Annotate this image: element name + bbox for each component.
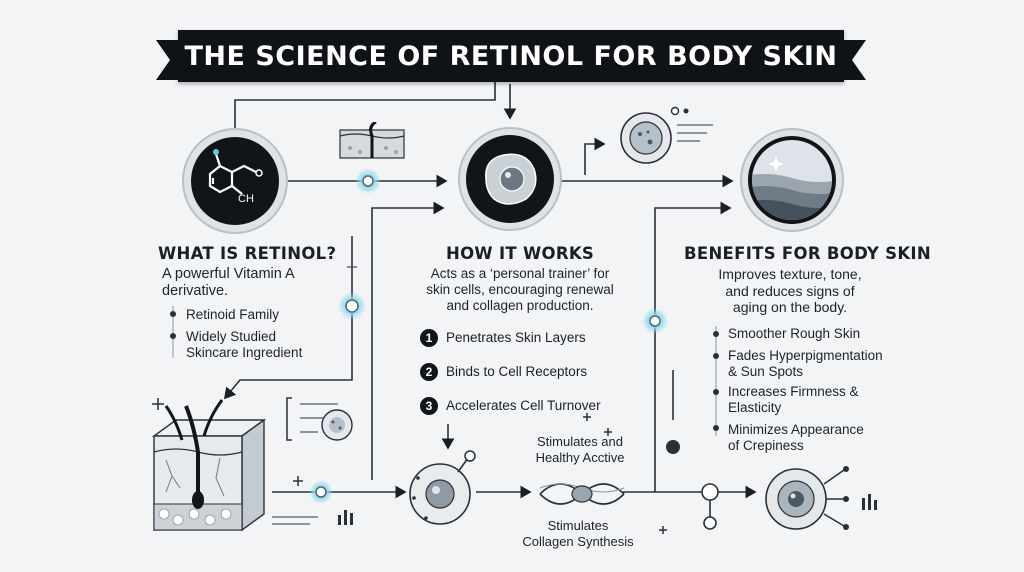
benefit-1: Smoother Rough Skin bbox=[728, 326, 860, 342]
bullet-text: Skincare Ingredient bbox=[186, 345, 303, 360]
step-3-label: Accelerates Cell Turnover bbox=[446, 398, 601, 413]
bullet-text: Retinoid Family bbox=[186, 307, 280, 322]
node-dots-icon bbox=[670, 106, 689, 116]
what-bullet-2: Widely Studied Skincare Ingredient bbox=[186, 329, 302, 361]
benefits-heading: BENEFITS FOR BODY SKIN bbox=[684, 244, 931, 263]
benefits-description-line: Improves texture, tone, bbox=[718, 266, 862, 282]
benefits-description-line: aging on the body. bbox=[732, 299, 848, 315]
bullet-text: Increases Firmness & bbox=[728, 384, 859, 399]
benefit-3: Increases Firmness & Elasticity bbox=[728, 384, 859, 416]
step-number-2: 2 bbox=[426, 365, 433, 379]
caption-line: Healthy Acctive bbox=[535, 450, 625, 465]
page-title: THE SCIENCE OF RETINOL FOR BODY SKIN bbox=[156, 30, 866, 82]
benefits-description: Improves texture, tone, and reduces sign… bbox=[690, 266, 890, 316]
step-1-label: Penetrates Skin Layers bbox=[446, 330, 586, 345]
how-it-works-heading: HOW IT WORKS bbox=[446, 244, 595, 263]
step-number-1: 1 bbox=[426, 331, 433, 345]
what-bullet-1: Retinoid Family bbox=[186, 307, 279, 323]
retinol-molecule-icon: CH bbox=[182, 128, 288, 234]
molecule-label: CH bbox=[238, 193, 254, 205]
collagen-fiber-icon bbox=[539, 483, 625, 505]
bullet-text: Minimizes Appearance bbox=[728, 422, 864, 437]
what-description-line: A powerful Vitamin A bbox=[162, 266, 295, 282]
how-description-line: skin cells, encouraging renewal bbox=[426, 282, 614, 297]
bullet-text: Widely Studied bbox=[186, 329, 277, 344]
bullet-text: Fades Hyperpigmentation bbox=[728, 348, 883, 363]
what-description-line: derivative. bbox=[162, 283, 229, 299]
skin-layer-small-icon bbox=[339, 122, 405, 159]
skin-cell-icon bbox=[458, 127, 562, 231]
benefit-4: Minimizes Appearance of Crepiness bbox=[728, 422, 864, 454]
caption-line: Stimulates bbox=[547, 518, 609, 533]
how-description-line: and collagen production. bbox=[446, 298, 594, 313]
bullet-text: of Crepiness bbox=[728, 438, 804, 453]
benefits-bullet-markers bbox=[713, 326, 719, 436]
bullet-text: Elasticity bbox=[728, 400, 782, 415]
collagen-synthesis-caption: Stimulates Collagen Synthesis bbox=[508, 518, 648, 550]
benefit-2: Fades Hyperpigmentation & Sun Spots bbox=[728, 348, 883, 380]
bullet-text: Smoother Rough Skin bbox=[728, 326, 861, 341]
mini-cell-icon bbox=[321, 409, 353, 441]
benefits-description-line: and reduces signs of bbox=[725, 282, 855, 299]
how-description: Acts as a ‘personal trainer’ for skin ce… bbox=[400, 266, 640, 314]
step-number-badges: 1 2 3 bbox=[420, 329, 438, 415]
what-description: A powerful Vitamin A derivative. bbox=[162, 266, 332, 300]
caption-line: Collagen Synthesis bbox=[522, 534, 634, 549]
step-2-label: Binds to Cell Receptors bbox=[446, 364, 588, 379]
stimulates-active-caption: Stimulates and Healthy Acctive bbox=[518, 434, 642, 466]
skin-cross-section-icon bbox=[151, 399, 267, 532]
receptor-cell-icon bbox=[409, 450, 476, 525]
target-cell-icon bbox=[765, 466, 849, 530]
caption-line: Stimulates and bbox=[537, 434, 623, 449]
smooth-skin-icon bbox=[740, 128, 844, 232]
step-number-3: 3 bbox=[426, 399, 433, 413]
small-cell-icon bbox=[620, 112, 672, 164]
bullet-text: & Sun Spots bbox=[728, 364, 804, 379]
what-bullet-markers bbox=[170, 306, 176, 358]
what-is-retinol-heading: WHAT IS RETINOL? bbox=[158, 244, 337, 263]
how-description-line: Acts as a ‘personal trainer’ for bbox=[430, 266, 610, 281]
